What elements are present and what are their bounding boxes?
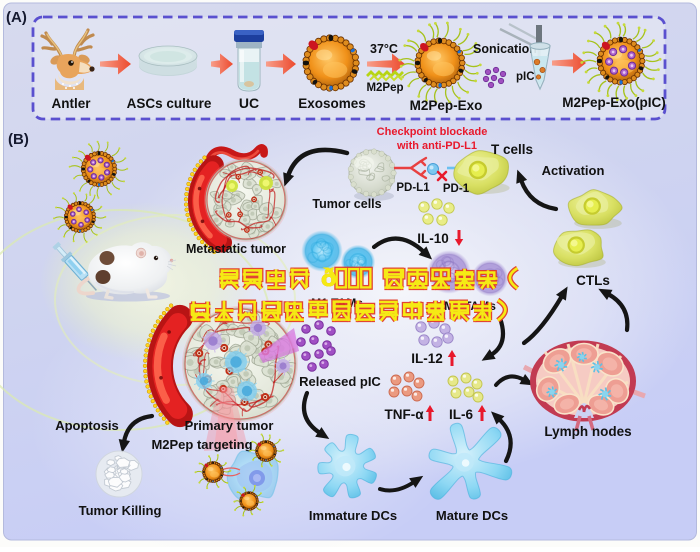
svg-text:Checkpoint blockade: Checkpoint blockade [377,126,488,138]
svg-text:TNF-α: TNF-α [384,407,424,422]
svg-text:IL-6: IL-6 [449,407,473,422]
svg-text:pIC: pIC [516,71,535,83]
svg-text:with anti-PD-L1: with anti-PD-L1 [396,140,477,152]
svg-text:Apoptosis: Apoptosis [55,418,119,433]
svg-text:Released pIC: Released pIC [299,374,381,389]
svg-text:Tumor Killing: Tumor Killing [79,503,162,518]
svg-text:(B): (B) [8,131,29,148]
svg-text:PD-1: PD-1 [443,183,470,195]
svg-text:Activation: Activation [542,163,605,178]
svg-text:ð: ð [321,264,336,292]
svg-text:Antler: Antler [51,96,91,111]
svg-text:M2Pep: M2Pep [366,82,403,94]
svg-text:37°C: 37°C [370,42,398,56]
svg-text:M2Pep targeting: M2Pep targeting [151,437,252,452]
svg-text:M2Pep-Exo(pIC): M2Pep-Exo(pIC) [562,95,666,110]
svg-text:Sonication: Sonication [473,42,537,56]
svg-text:Exosomes: Exosomes [298,96,366,111]
svg-text:T cells: T cells [491,142,533,157]
svg-text:ASCs culture: ASCs culture [127,96,212,111]
svg-text:Primary tumor: Primary tumor [185,418,274,433]
svg-text:CTLs: CTLs [576,273,610,288]
svg-text:Mature DCs: Mature DCs [436,508,508,523]
svg-text:Immature DCs: Immature DCs [309,508,397,523]
svg-text:Tumor cells: Tumor cells [312,197,381,211]
svg-text:Metastatic tumor: Metastatic tumor [186,242,286,256]
svg-text:IL-12: IL-12 [411,351,443,366]
svg-text:(A): (A) [6,9,27,26]
svg-text:PD-L1: PD-L1 [396,182,430,194]
svg-text:IL-10: IL-10 [417,231,449,246]
svg-text:UC: UC [239,95,259,111]
svg-text:M2Pep-Exo: M2Pep-Exo [410,98,483,113]
svg-text:ð: ð [321,264,336,292]
svg-text:Lymph nodes: Lymph nodes [544,424,631,439]
